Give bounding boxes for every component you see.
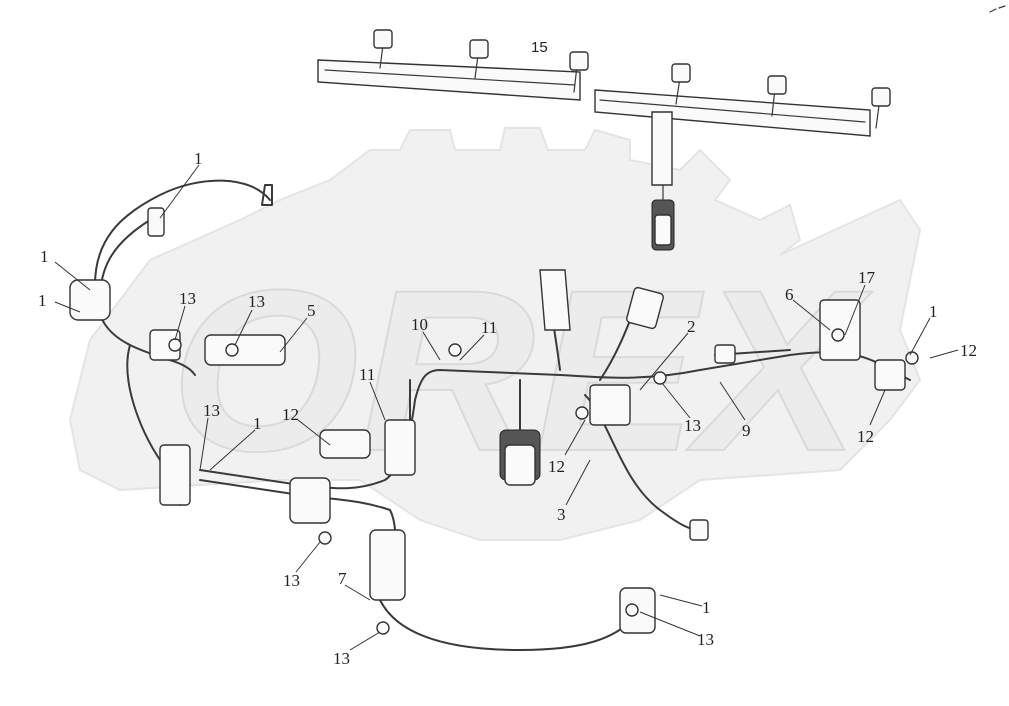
callout-11: 11 <box>481 318 497 337</box>
callout-11: 11 <box>359 365 375 384</box>
callout-12: 12 <box>857 427 874 446</box>
corner-mark <box>989 5 1006 13</box>
callout-labels: 15 1 1 1 13 13 5 10 11 11 2 6 17 1 12 13… <box>38 39 977 668</box>
callout-9: 9 <box>742 421 751 440</box>
callout-1: 1 <box>40 247 49 266</box>
callout-12: 12 <box>548 457 565 476</box>
callout-15: 15 <box>531 39 548 56</box>
callout-13: 13 <box>179 289 196 308</box>
callout-12: 12 <box>960 341 977 360</box>
callout-6: 6 <box>785 285 794 304</box>
callout-2: 2 <box>687 317 696 336</box>
callout-3: 3 <box>557 505 566 524</box>
callout-5: 5 <box>307 301 316 320</box>
callout-12: 12 <box>282 405 299 424</box>
callout-13: 13 <box>283 571 300 590</box>
callout-1: 1 <box>702 598 711 617</box>
leader-lines <box>54 164 959 651</box>
callout-17: 17 <box>858 268 876 287</box>
callout-7: 7 <box>338 569 347 588</box>
injector-harness-15 <box>317 29 891 251</box>
injector-connectors <box>373 29 891 129</box>
callout-1: 1 <box>194 149 203 168</box>
callout-13: 13 <box>684 416 701 435</box>
callout-1: 1 <box>253 414 262 433</box>
callout-13: 13 <box>203 401 220 420</box>
callout-13: 13 <box>697 630 714 649</box>
main-harness <box>69 179 919 651</box>
callout-10: 10 <box>411 315 428 334</box>
callout-13: 13 <box>248 292 265 311</box>
callout-1: 1 <box>929 302 938 321</box>
callout-1: 1 <box>38 291 47 310</box>
callout-13: 13 <box>333 649 350 668</box>
